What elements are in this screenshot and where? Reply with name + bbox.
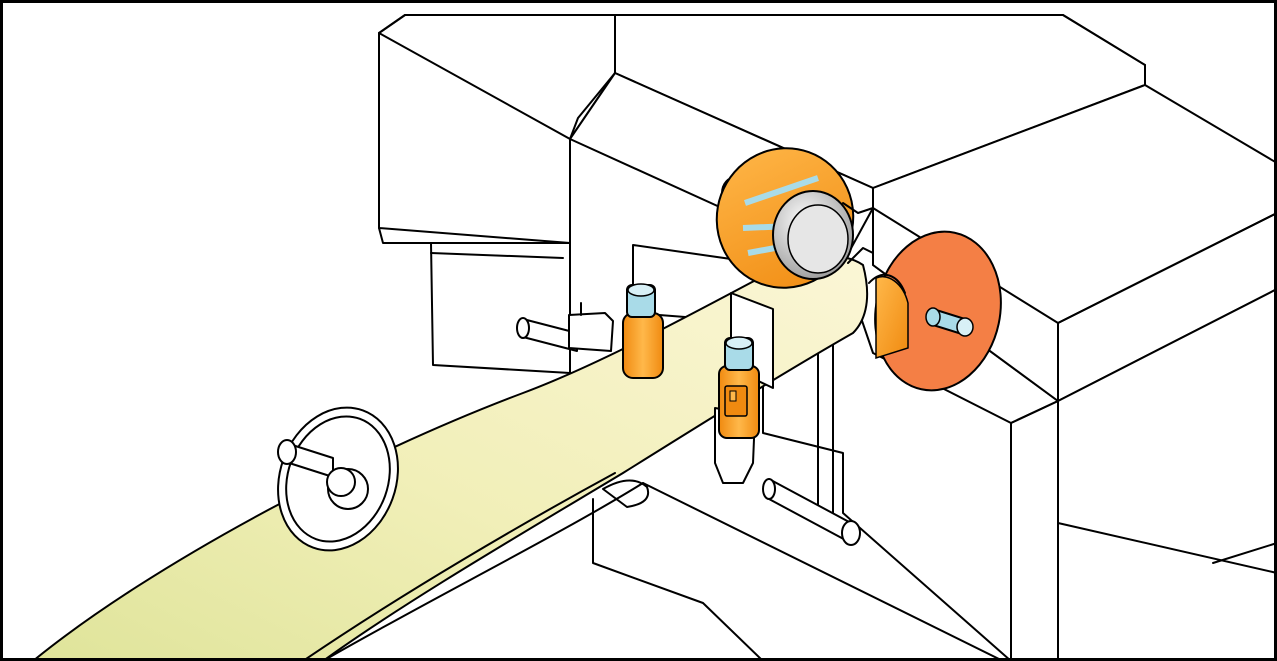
left-machine-housing [378,14,616,374]
handwheel-icon[interactable] [259,391,418,568]
front-shaft [762,478,861,546]
right-reel-icon [868,230,1002,392]
guide-slot [842,202,874,264]
sensor-with-holder [714,336,760,484]
sensor-icon [622,283,664,379]
machine-diagram [35,14,1274,658]
reel-icon [715,147,855,289]
left-shaft [516,317,578,352]
left-bracket [568,302,614,352]
